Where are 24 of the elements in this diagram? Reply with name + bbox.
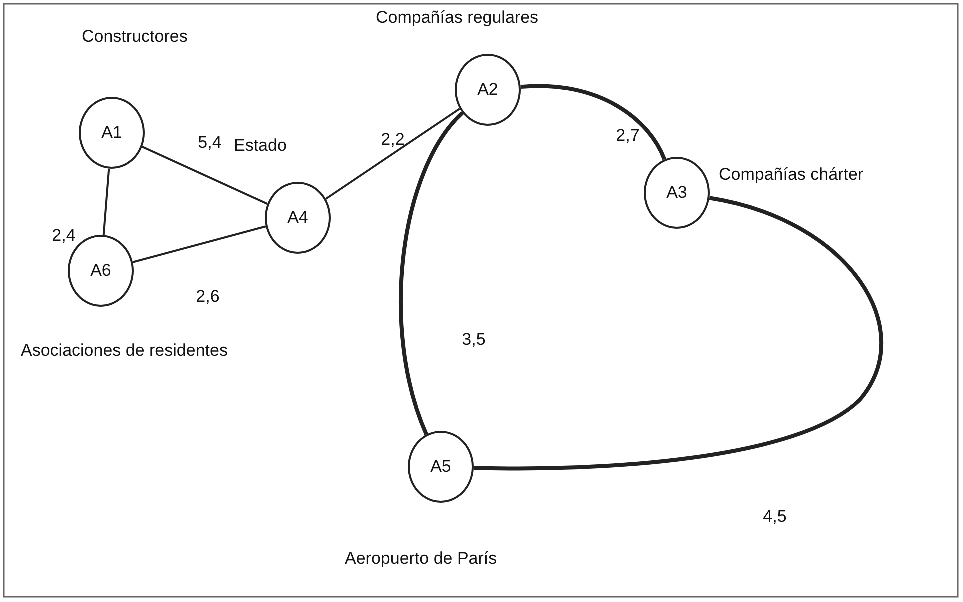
edge-label: 2,7 (616, 126, 640, 146)
circle-node: A2 (455, 54, 521, 126)
node-caption: Constructores (82, 27, 188, 47)
circle-node: A1 (79, 97, 145, 169)
connector-line (520, 84, 666, 160)
node-caption: Compañías regulares (376, 8, 539, 28)
node-caption: Estado (234, 136, 287, 156)
connector-line (399, 112, 464, 436)
node-caption: Compañías chárter (719, 165, 864, 185)
circle-node: A5 (408, 431, 474, 503)
edge-label: 3,5 (462, 330, 486, 350)
edge-label: 2,6 (196, 287, 220, 307)
circle-node: A4 (265, 182, 331, 254)
node-caption: Aeropuerto de París (345, 549, 498, 569)
circle-node: A3 (644, 157, 710, 229)
edge-label: 4,5 (763, 507, 787, 527)
edge-label: 2,2 (381, 130, 405, 150)
node-caption: Asociaciones de residentes (21, 341, 228, 361)
edge-label: 5,4 (198, 133, 222, 153)
connector-line (132, 226, 266, 264)
connector-line (474, 196, 884, 471)
connector-line (142, 146, 268, 205)
connector-line (326, 108, 460, 200)
connector-line (102, 168, 110, 236)
